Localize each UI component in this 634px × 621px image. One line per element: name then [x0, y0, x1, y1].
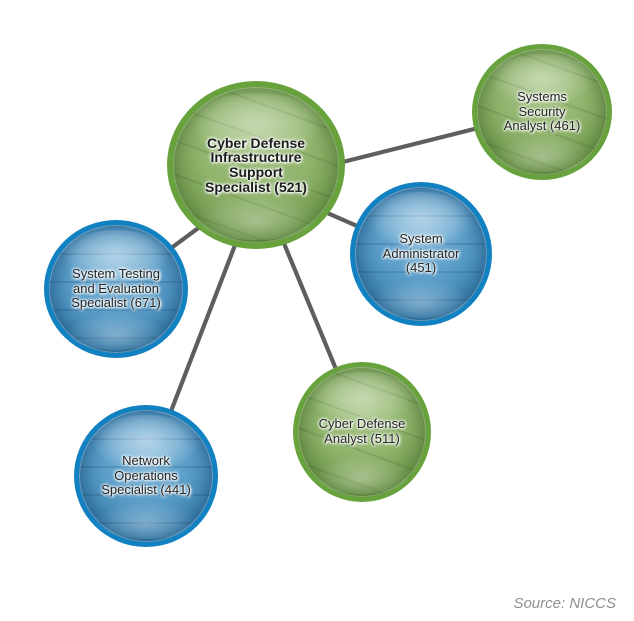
- bottom-sheen: [313, 455, 411, 495]
- bottom-sheen: [492, 134, 592, 173]
- source-caption: Source: NICCS: [513, 595, 616, 612]
- bottom-sheen: [192, 193, 320, 240]
- bottom-sheen: [95, 499, 197, 540]
- bottom-sheen: [370, 278, 472, 319]
- bottom-sheen: [65, 312, 167, 351]
